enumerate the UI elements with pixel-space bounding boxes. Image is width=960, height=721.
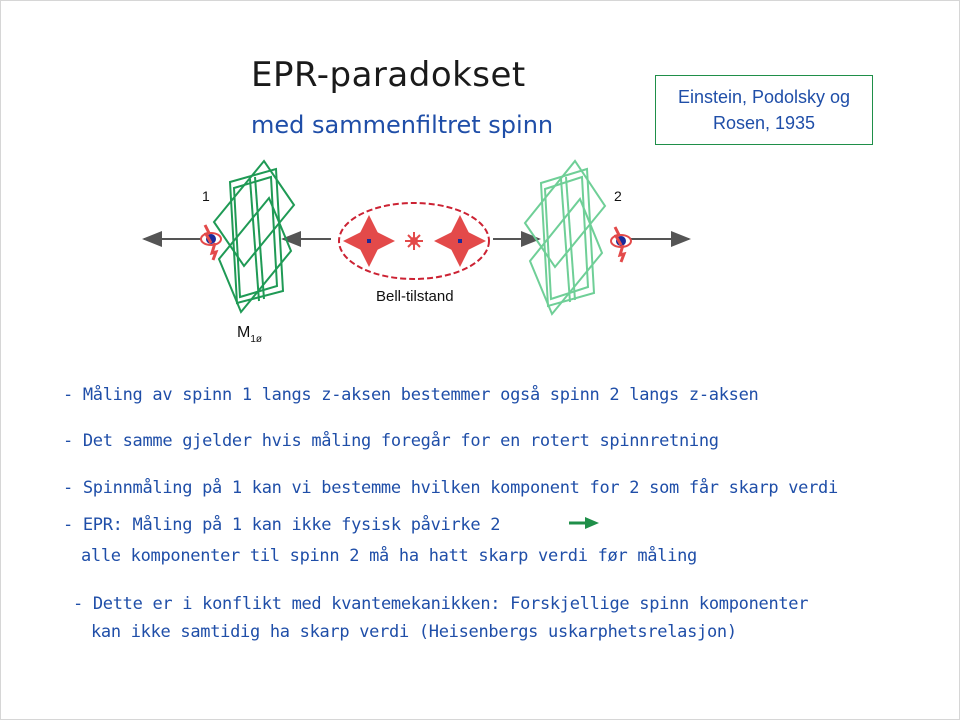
bullet-4: - EPR: Måling på 1 kan ikke fysisk påvir… xyxy=(63,515,501,535)
bell-state-icon xyxy=(338,202,490,280)
magnet-1-icon xyxy=(212,159,296,314)
reference-line-2: Rosen, 1935 xyxy=(712,113,816,133)
implies-arrow-icon xyxy=(569,517,599,529)
bullet-2: - Det samme gjelder hvis måling foregår … xyxy=(63,431,719,451)
bullet-5-continuation: kan ikke samtidig ha skarp verdi (Heisen… xyxy=(91,622,737,642)
magnet-label: M1ø xyxy=(237,324,262,345)
page-subtitle: med sammenfiltret spinn xyxy=(251,111,554,139)
particle-1-icon xyxy=(200,224,222,261)
bullet-5: - Dette er i konflikt med kvantemekanikk… xyxy=(73,594,809,614)
bell-state-label: Bell-tilstand xyxy=(376,288,454,305)
particle-1-label: 1 xyxy=(202,188,210,204)
magnet-label-subscript: 1ø xyxy=(250,334,262,345)
reference-line-1: Einstein, Podolsky og xyxy=(677,87,851,107)
bullet-3: - Spinnmåling på 1 kan vi bestemme hvilk… xyxy=(63,478,838,498)
reference-box: Einstein, Podolsky og Rosen, 1935 xyxy=(655,75,873,145)
page-title: EPR-paradokset xyxy=(251,55,526,95)
magnet-2-icon xyxy=(523,159,607,316)
particle-2-icon xyxy=(610,226,632,263)
magnet-label-main: M xyxy=(237,324,250,341)
bullet-4-continuation: alle komponenter til spinn 2 må ha hatt … xyxy=(81,546,697,566)
bullet-1: - Måling av spinn 1 langs z-aksen bestem… xyxy=(63,385,759,405)
particle-2-label: 2 xyxy=(614,188,622,204)
